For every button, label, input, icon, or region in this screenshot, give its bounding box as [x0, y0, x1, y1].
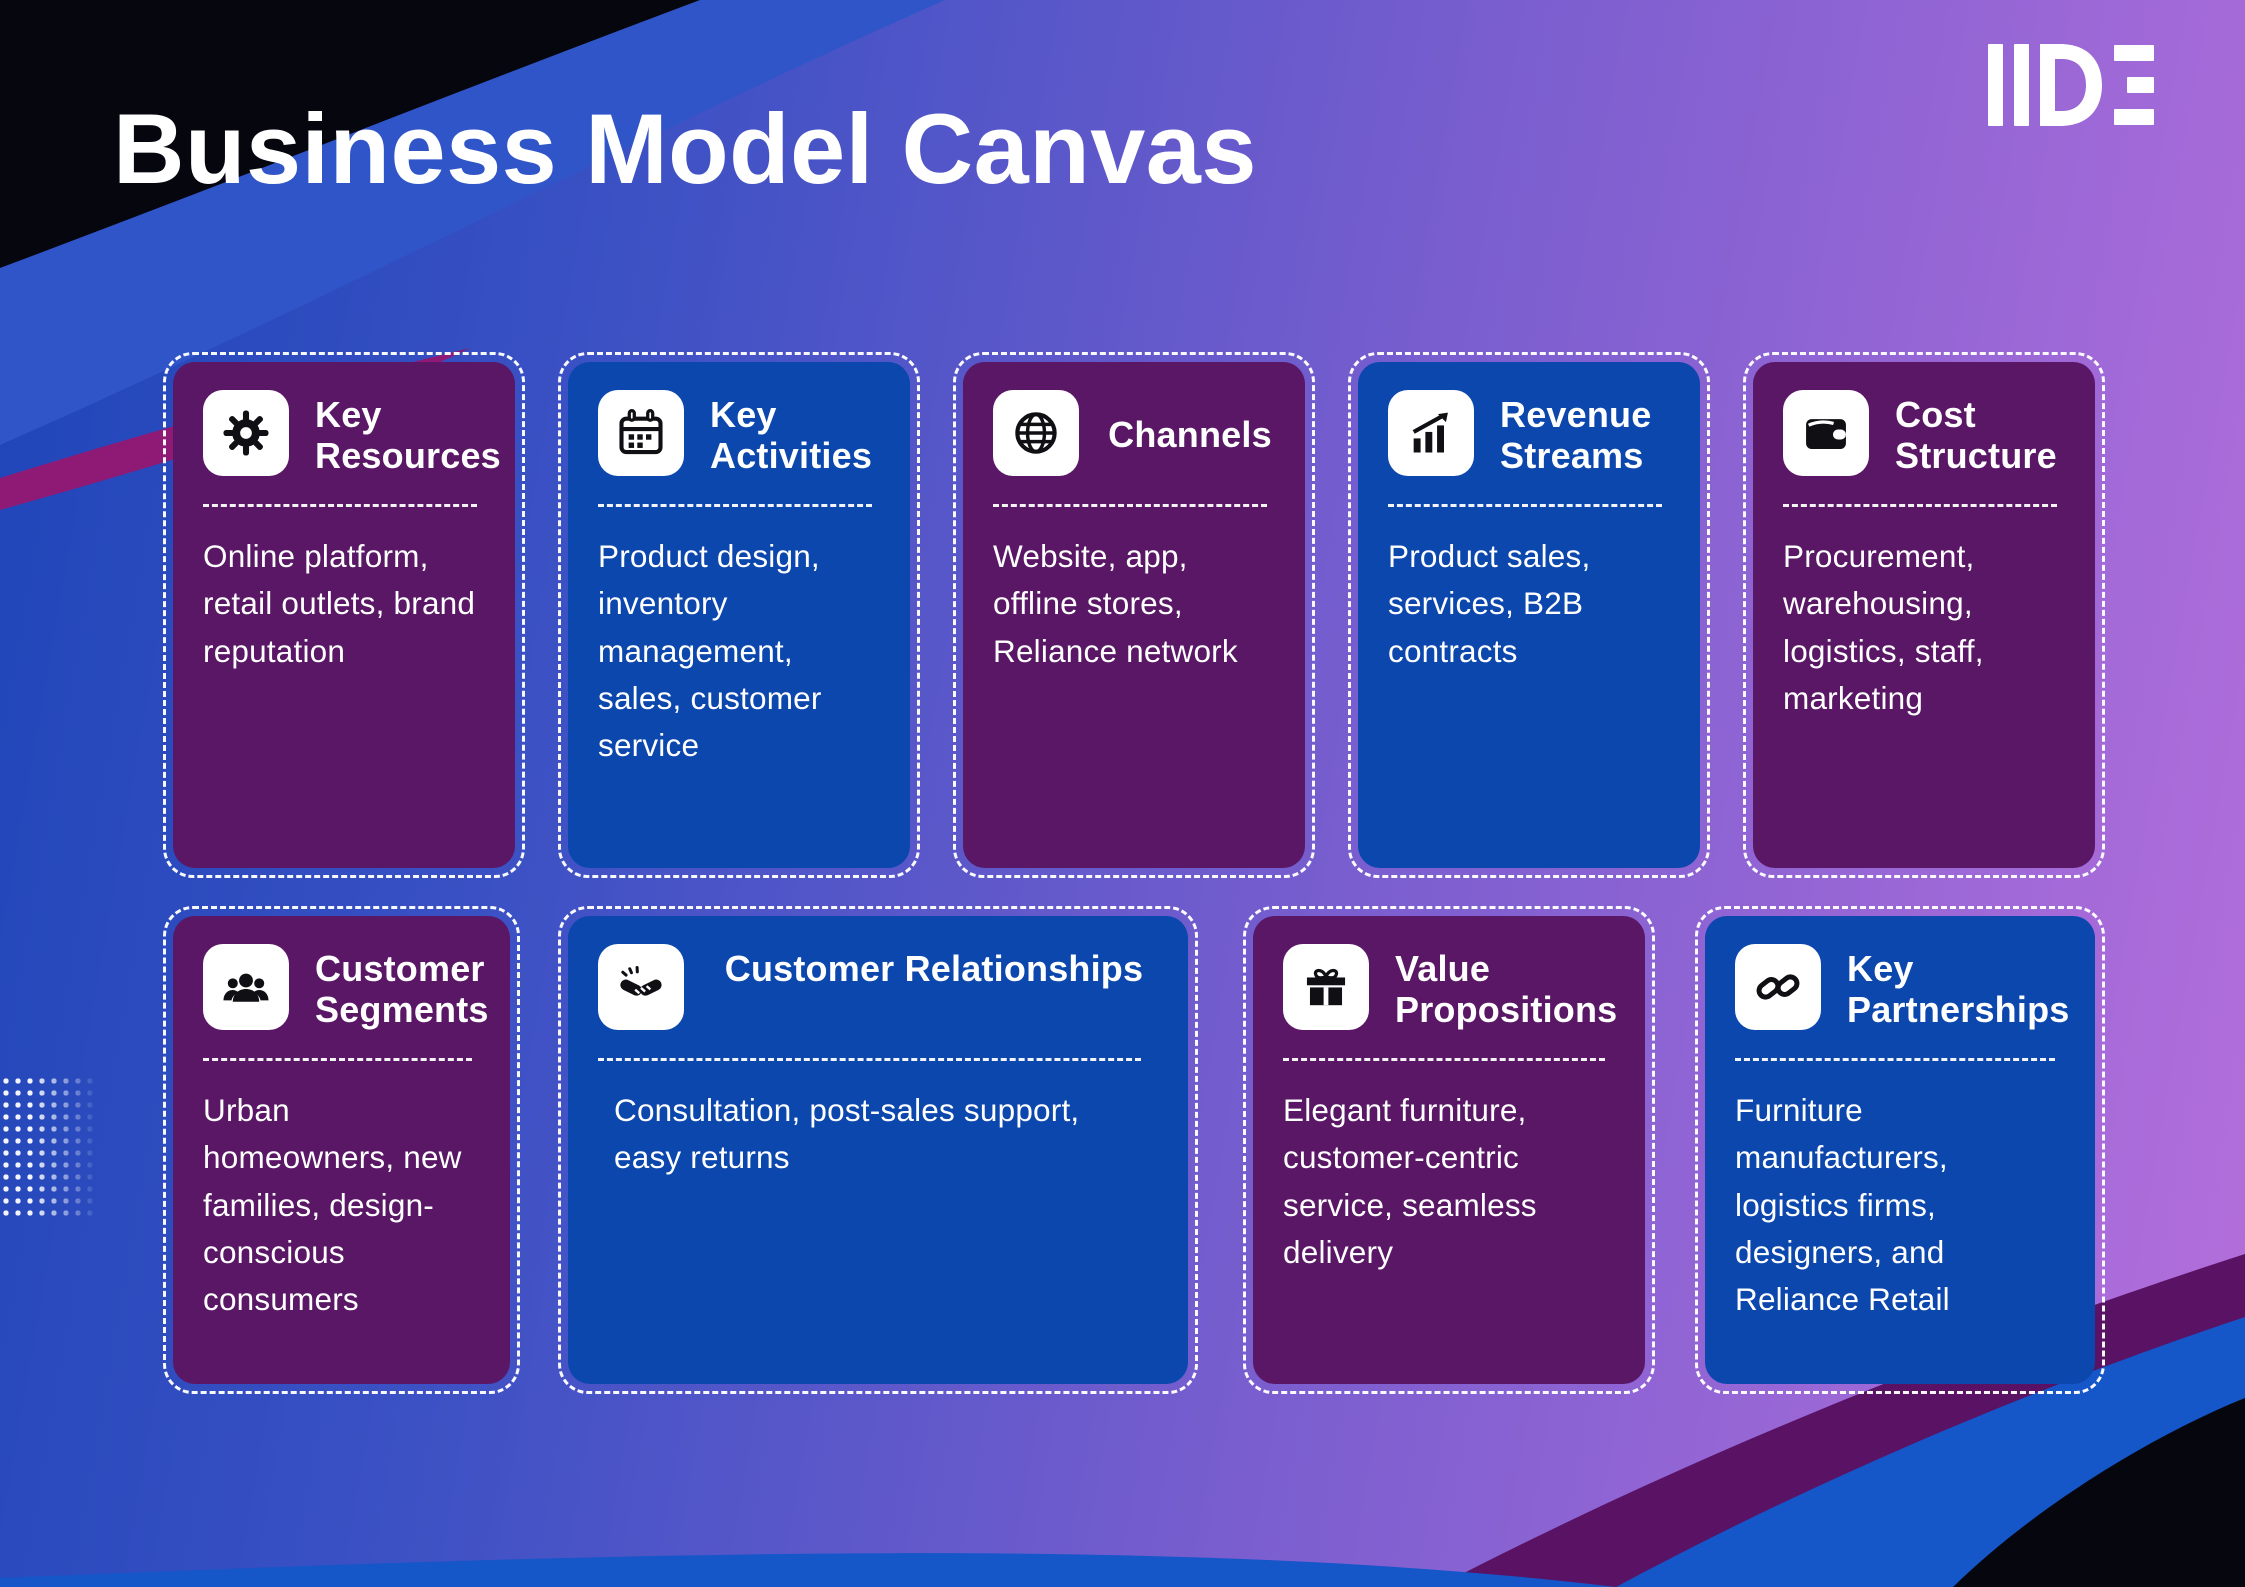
card-divider	[598, 504, 872, 508]
card-key-partnerships: Key Partnerships Furniture manufacturers…	[1695, 906, 2105, 1394]
bottom-blue-strip	[0, 1553, 1616, 1587]
logo-e-bar	[2114, 109, 2154, 125]
logo-e-bar	[2127, 77, 2154, 93]
wallet-icon	[1783, 390, 1869, 476]
card-divider	[1735, 1058, 2056, 1062]
card-divider	[1783, 504, 2057, 508]
card-title: Key Activities	[710, 394, 873, 477]
card-title: Customer Segments	[315, 948, 489, 1031]
globe-icon	[993, 390, 1079, 476]
card-customer-segments: Customer Segments Urban homeowners, new …	[163, 906, 520, 1394]
card-title: Cost Structure	[1895, 394, 2057, 477]
logo-letter-i	[2014, 44, 2029, 126]
people-icon	[203, 944, 289, 1030]
gift-icon	[1283, 944, 1369, 1030]
card-divider	[203, 504, 477, 508]
card-divider	[203, 1058, 472, 1062]
calendar-icon	[598, 390, 684, 476]
logo-letter-e	[2114, 44, 2154, 126]
card-divider	[993, 504, 1267, 507]
handshake-icon	[598, 944, 684, 1030]
card-revenue-streams: Revenue Streams Product sales, services,…	[1348, 352, 1710, 878]
card-title: Value Propositions	[1395, 948, 1618, 1031]
card-divider	[1283, 1058, 1606, 1062]
card-body: Product sales, services, B2B contracts	[1388, 538, 1591, 669]
card-title: Revenue Streams	[1500, 394, 1652, 477]
card-body: Product design, inventory management, sa…	[598, 538, 822, 764]
chart-up-icon	[1388, 390, 1474, 476]
card-key-activities: Key Activities Product design, inventory…	[558, 352, 920, 878]
card-title: Key Resources	[315, 394, 501, 477]
card-body: Online platform, retail outlets, brand r…	[203, 538, 476, 669]
card-divider	[1388, 504, 1662, 508]
link-icon	[1735, 944, 1821, 1030]
card-body: Consultation, post-sales support, easy r…	[614, 1092, 1080, 1176]
card-customer-relationships: Customer Relationships Consultation, pos…	[558, 906, 1198, 1394]
card-title: Key Partnerships	[1847, 948, 2070, 1031]
logo-letter-d	[2040, 44, 2102, 126]
card-body: Elegant furniture, customer-centric serv…	[1283, 1092, 1537, 1270]
page-title: Business Model Canvas	[113, 93, 1257, 204]
card-title: Customer Relationships	[724, 948, 1144, 989]
card-value-propositions: Value Propositions Elegant furniture, cu…	[1243, 906, 1655, 1394]
card-body: Procurement, warehousing, logistics, sta…	[1783, 538, 1984, 716]
iide-logo	[1988, 44, 2154, 126]
card-channels: Channels Website, app, offline stores, R…	[953, 352, 1315, 878]
logo-letter-i	[1988, 44, 2003, 126]
halftone-dots-pattern	[0, 1075, 100, 1217]
card-divider	[598, 1058, 1142, 1061]
card-title: Channels	[1108, 414, 1272, 456]
card-key-resources: Key Resources Online platform, retail ou…	[163, 352, 525, 878]
card-body: Furniture manufacturers, logistics firms…	[1735, 1092, 1950, 1318]
gear-icon	[203, 390, 289, 476]
logo-e-bar	[2114, 45, 2154, 61]
card-body: Urban homeowners, new families, design-c…	[203, 1092, 462, 1318]
card-body: Website, app, offline stores, Reliance n…	[993, 538, 1238, 669]
card-cost-structure: Cost Structure Procurement, warehousing,…	[1743, 352, 2105, 878]
bottom-right-dark-corner	[1953, 1398, 2245, 1587]
